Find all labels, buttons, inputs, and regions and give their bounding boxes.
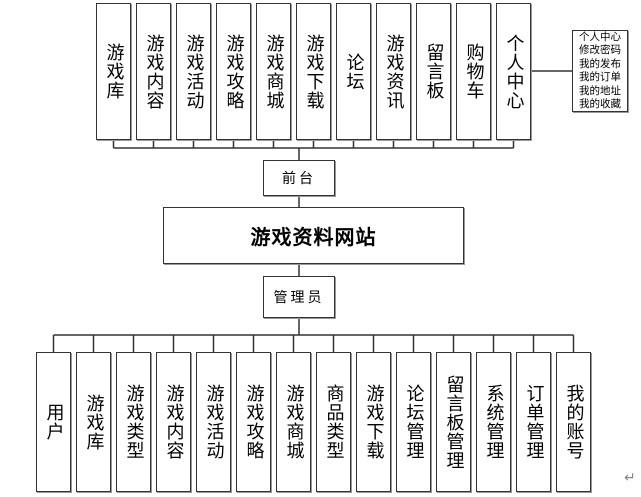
frontend-module-box: 游戏商城 [256,3,291,140]
admin-box: 管理员 [263,276,335,318]
admin-module-box: 游戏类型 [116,352,151,492]
frontend-box: 前台 [263,160,335,196]
module-label: 个人中心 [503,33,525,110]
module-label: 游戏商城 [283,384,305,460]
personal-center-item: 个人中心 [579,30,621,43]
admin-module-box: 游戏下载 [356,352,391,492]
module-label: 留言板 [423,43,445,100]
module-label: 游戏活动 [203,384,225,460]
frontend-module-box: 个人中心 [496,3,531,140]
frontend-module-box: 留言板 [416,3,451,140]
root-box: 游戏资料网站 [163,207,464,264]
admin-label: 管理员 [273,290,325,306]
personal-center-item: 修改密码 [579,44,621,56]
frontend-module-box: 游戏下载 [296,3,331,140]
module-label: 我的账号 [563,384,585,460]
personal-center-item: 我的发布 [579,57,621,70]
root-title: 游戏资料网站 [250,225,377,249]
admin-module-box: 订单管理 [516,352,551,492]
frontend-module-box: 购物车 [456,3,491,140]
personal-center-item: 我的收藏 [579,98,621,110]
module-label: 论坛管理 [403,384,425,460]
module-label: 游戏内容 [143,33,165,110]
module-label: 游戏库 [83,393,105,451]
module-label: 游戏库 [103,43,125,100]
frontend-label: 前台 [282,171,316,187]
admin-module-box: 游戏内容 [156,352,191,492]
module-label: 系统管理 [483,384,505,460]
module-label: 订单管理 [523,384,545,460]
module-label: 游戏内容 [163,384,185,460]
module-label: 游戏类型 [123,384,145,460]
frontend-module-box: 游戏活动 [176,3,211,140]
admin-module-box: 游戏攻略 [236,352,271,492]
admin-module-box: 商品类型 [316,352,351,492]
admin-module-box: 系统管理 [476,352,511,492]
module-label: 游戏攻略 [243,384,265,460]
module-label: 游戏下载 [363,384,385,460]
personal-center-item: 我的订单 [579,71,621,83]
module-label: 游戏商城 [263,33,285,110]
admin-module-box: 游戏库 [76,352,111,492]
module-label: 游戏下载 [303,33,325,110]
module-label: 购物车 [463,43,485,100]
frontend-module-box: 游戏内容 [136,3,171,140]
personal-center-detail-box: 个人中心修改密码我的发布我的订单我的地址我的收藏 [572,30,628,112]
frontend-module-box: 游戏资讯 [376,3,411,140]
module-label: 游戏攻略 [223,33,245,110]
admin-module-box: 游戏商城 [276,352,311,492]
personal-center-item: 我的地址 [579,84,621,97]
module-label: 游戏活动 [183,33,205,110]
admin-module-box: 论坛管理 [396,352,431,492]
frontend-module-box: 游戏攻略 [216,3,251,140]
admin-module-box: 留言板管理 [436,352,471,492]
return-mark: ↵ [624,470,636,486]
admin-module-box: 我的账号 [556,352,591,492]
frontend-module-box: 游戏库 [96,3,131,140]
module-label: 论坛 [343,52,365,91]
module-label: 商品类型 [323,384,345,460]
admin-module-box: 游戏活动 [196,352,231,492]
admin-module-box: 用户 [36,352,71,492]
frontend-module-box: 论坛 [336,3,371,140]
module-label: 用户 [43,403,65,441]
module-label: 游戏资讯 [383,33,405,110]
module-label: 留言板管理 [443,374,465,470]
